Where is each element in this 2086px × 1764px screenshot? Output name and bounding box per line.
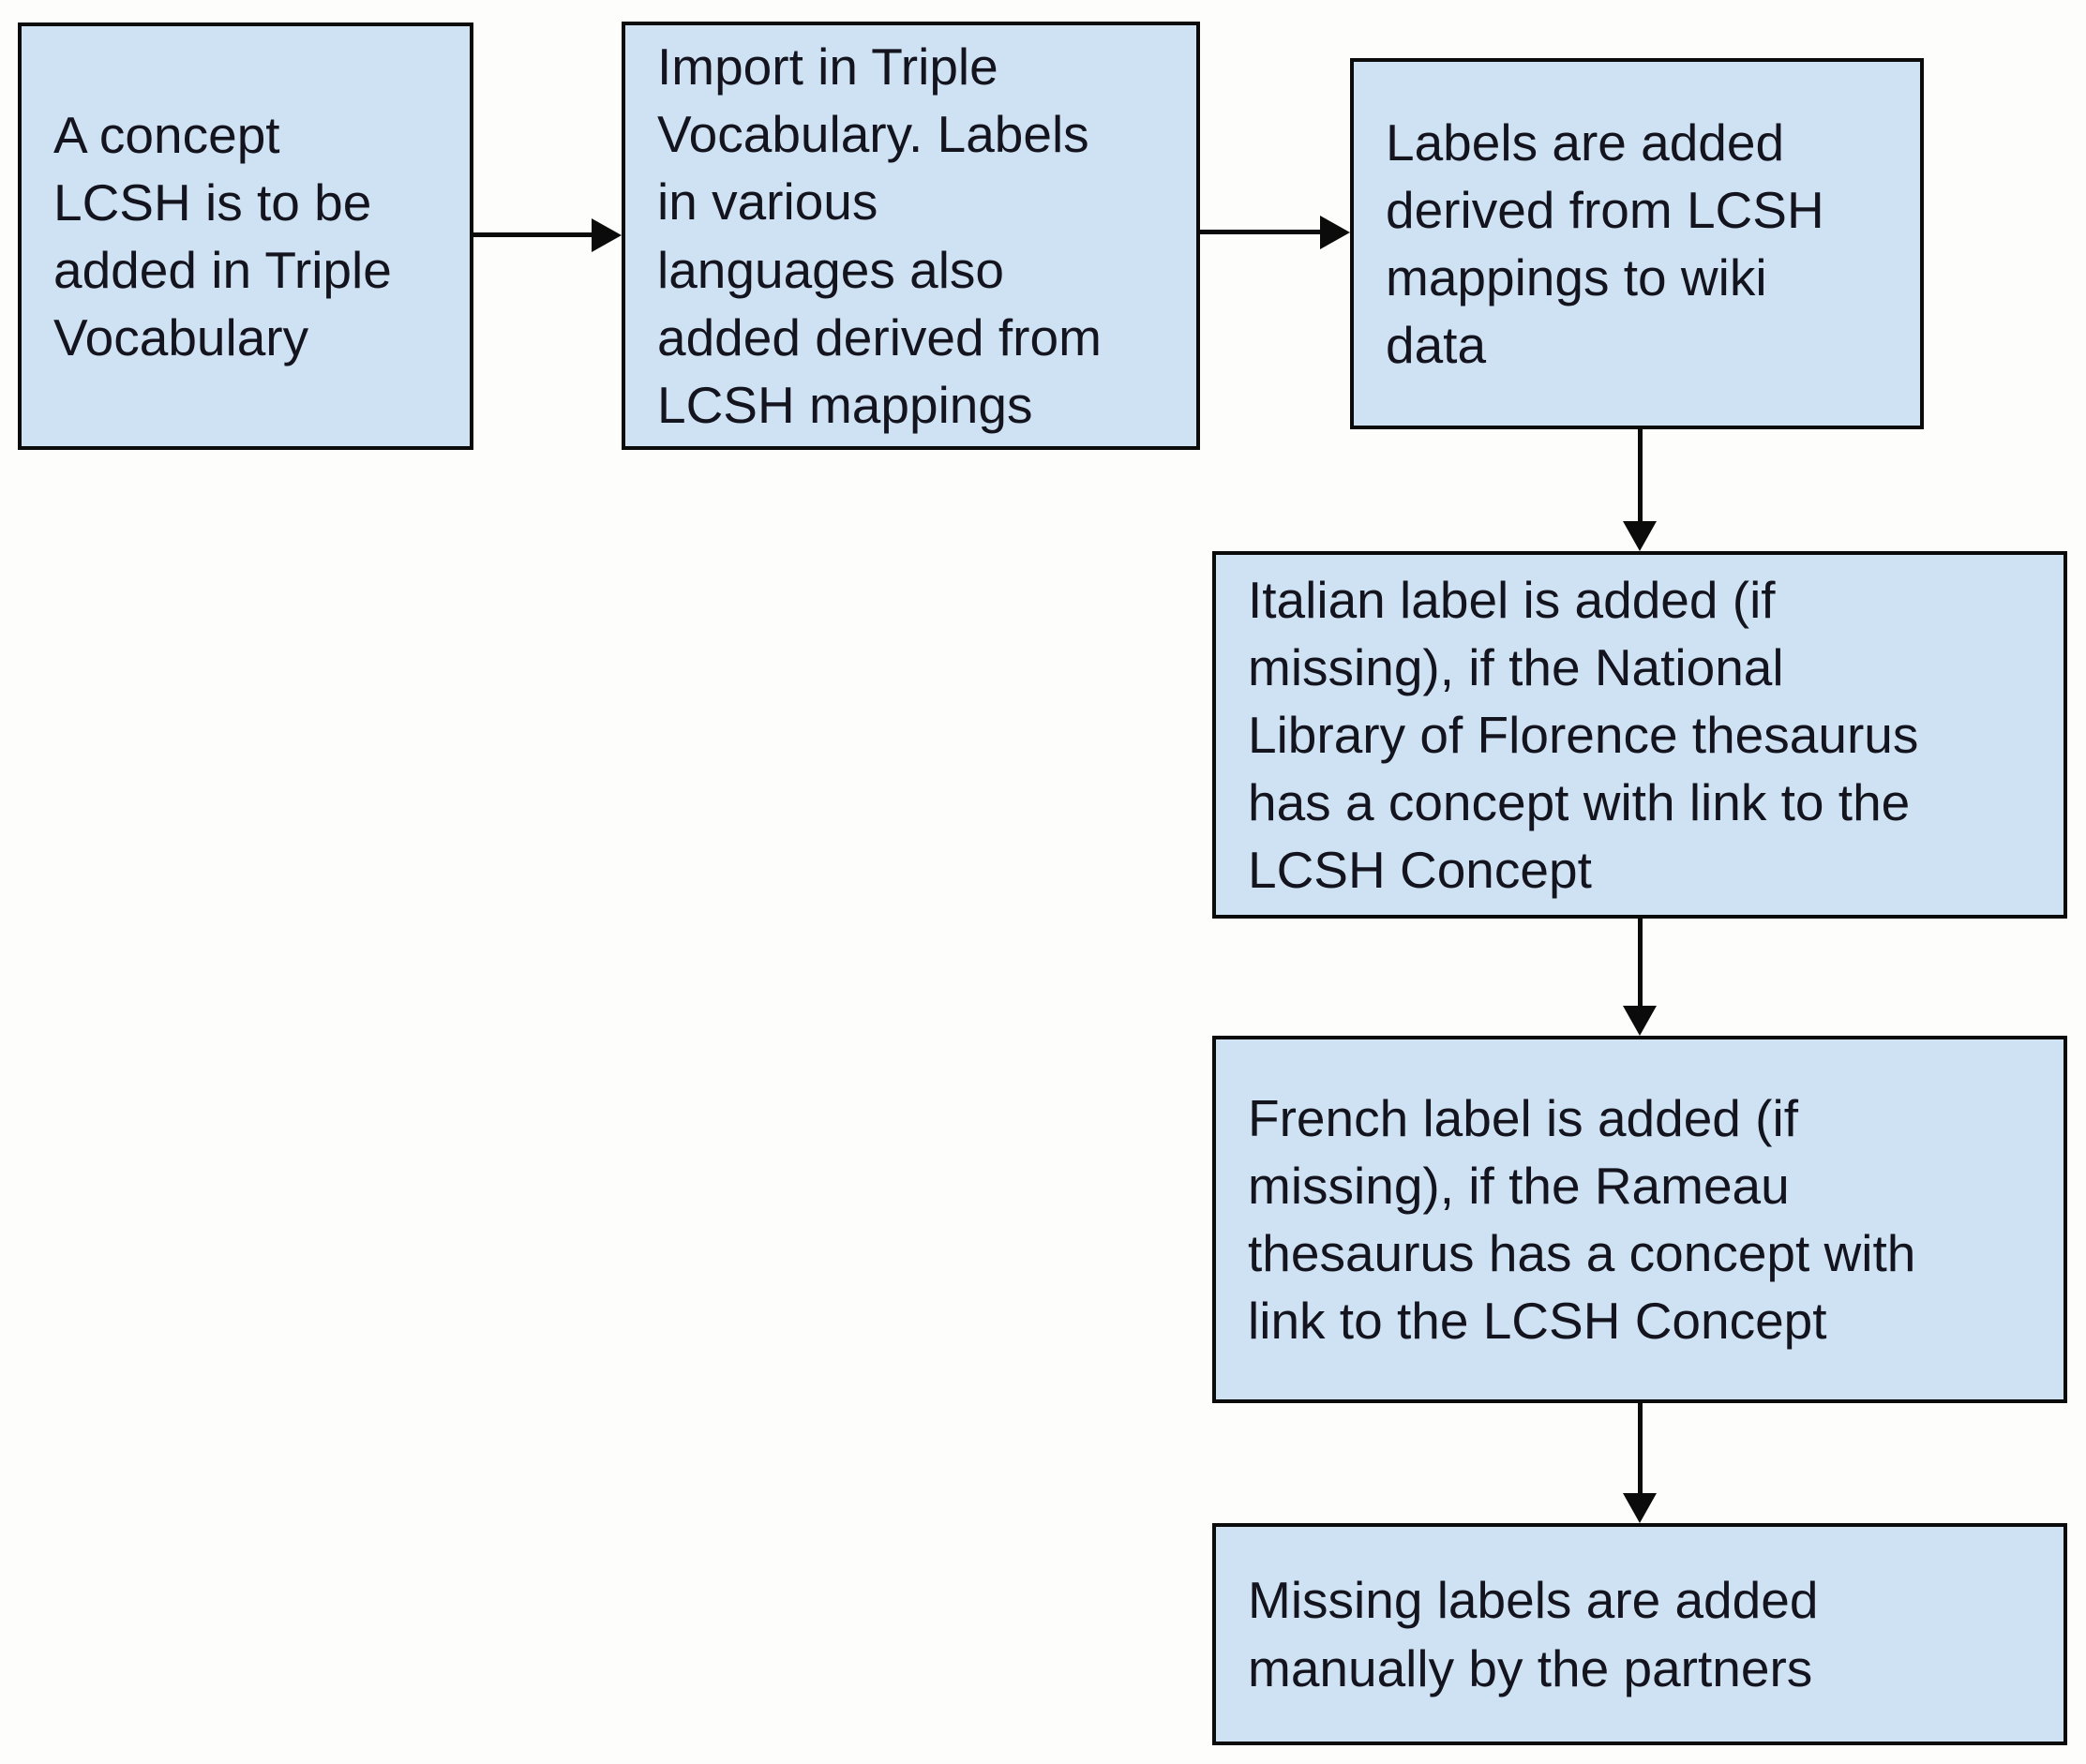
- node-french-label: French label is added (if missing), if t…: [1212, 1036, 2067, 1403]
- node-concept-to-add: A concept LCSH is to be added in Triple …: [18, 22, 473, 450]
- arrow-right-icon: [1320, 216, 1350, 249]
- connector-line: [1200, 230, 1322, 234]
- arrow-right-icon: [592, 218, 622, 252]
- connector-line: [472, 232, 593, 237]
- connector-line: [1638, 919, 1643, 1008]
- node-labels-wikidata: Labels are added derived from LCSH mappi…: [1350, 58, 1924, 429]
- arrow-down-icon: [1623, 1006, 1657, 1036]
- node-import-triple-vocabulary: Import in Triple Vocabulary. Labels in v…: [622, 22, 1200, 450]
- connector-line: [1638, 429, 1643, 525]
- node-manual-labels: Missing labels are added manually by the…: [1212, 1523, 2067, 1745]
- arrow-down-icon: [1623, 1493, 1657, 1523]
- arrow-down-icon: [1623, 521, 1657, 551]
- node-italian-label: Italian label is added (if missing), if …: [1212, 551, 2067, 919]
- connector-line: [1638, 1403, 1643, 1495]
